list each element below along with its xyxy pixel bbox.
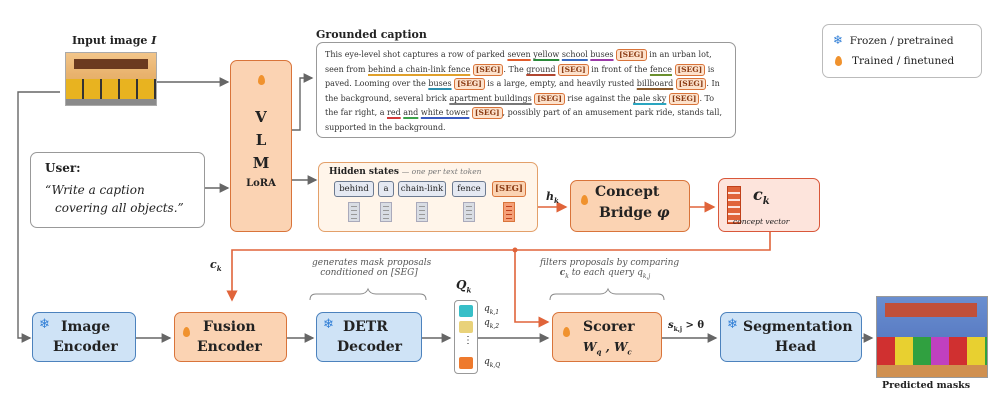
image-encoder-line1: Image bbox=[61, 319, 111, 335]
token-fence: fence bbox=[452, 181, 486, 197]
brace-scorer bbox=[549, 287, 665, 301]
seg-head-line1: Segmentation bbox=[743, 319, 853, 335]
arrow-ck-to-scorer bbox=[514, 250, 550, 328]
flame-icon bbox=[231, 69, 291, 88]
scorer-params: Wq , Wc bbox=[583, 340, 632, 357]
detr-decoder-block: ❄ DETR Decoder bbox=[316, 312, 422, 362]
flame-icon bbox=[563, 321, 570, 340]
image-encoder-block: ❄ Image Encoder bbox=[32, 312, 136, 362]
vector-icon bbox=[727, 186, 741, 224]
score-threshold-label: sk,j > θ bbox=[668, 320, 705, 333]
token-chain-link: chain-link bbox=[398, 181, 446, 197]
arrow-image-to-encoder bbox=[17, 91, 60, 343]
ck-left-label: ck bbox=[210, 258, 222, 274]
scorer-note: filters proposals by comparing ck to eac… bbox=[540, 258, 680, 280]
snowflake-icon: ❄ bbox=[323, 317, 334, 332]
image-encoder-line2: Encoder bbox=[53, 339, 118, 355]
detr-decoder-line2: Decoder bbox=[337, 339, 402, 355]
flame-icon bbox=[835, 56, 842, 66]
q1-label: qk,1 bbox=[484, 304, 500, 316]
ck-main: ck bbox=[753, 185, 770, 208]
user-prompt-line2: covering all objects.” bbox=[55, 201, 184, 215]
legend-frozen: ❄ Frozen / pretrained bbox=[833, 33, 954, 47]
doc-icon bbox=[416, 202, 428, 222]
snowflake-icon: ❄ bbox=[39, 317, 50, 332]
vlm-lora: LoRA bbox=[246, 178, 276, 189]
seg-head-line2: Head bbox=[775, 339, 816, 355]
caption-title: Grounded caption bbox=[316, 28, 427, 41]
flame-icon bbox=[183, 321, 190, 340]
legend-box: ❄ Frozen / pretrained Trained / finetune… bbox=[822, 24, 982, 78]
token-a: a bbox=[378, 181, 394, 197]
doc-icon bbox=[348, 202, 360, 222]
input-image-title: Input image I bbox=[72, 34, 157, 47]
doc-icon bbox=[463, 202, 475, 222]
hk-label: hk bbox=[546, 190, 559, 206]
concept-vector-box: ck concept vector bbox=[718, 178, 820, 232]
caption-box: This eye-level shot captures a row of pa… bbox=[316, 42, 736, 138]
legend-trained: Trained / finetuned bbox=[835, 55, 954, 67]
scorer-title: Scorer bbox=[583, 319, 635, 335]
brace-detr bbox=[309, 287, 427, 301]
fusion-encoder-line2: Encoder bbox=[197, 339, 262, 355]
arrow-vlm-to-caption bbox=[292, 73, 314, 131]
snowflake-icon: ❄ bbox=[833, 33, 844, 47]
concept-bridge-line2: Bridge φ bbox=[599, 205, 670, 221]
fusion-encoder-line1: Fusion bbox=[203, 319, 256, 335]
arrow-ck-to-fusion bbox=[226, 232, 771, 302]
fusion-encoder-block: Fusion Encoder bbox=[174, 312, 287, 362]
concept-bridge-block: Concept Bridge φ bbox=[570, 180, 690, 232]
user-prompt-box: User: “Write a caption covering all obje… bbox=[30, 152, 205, 228]
flame-icon bbox=[581, 189, 588, 208]
predicted-masks-image bbox=[876, 296, 988, 378]
user-prompt-line1: “Write a caption bbox=[45, 183, 145, 197]
token-behind: behind bbox=[334, 181, 374, 197]
hidden-states-title: Hidden states — one per text token bbox=[329, 167, 482, 177]
token-seg: [SEG] bbox=[492, 181, 526, 197]
queries-stack: ⋮ bbox=[454, 300, 478, 374]
detr-decoder-line1: DETR bbox=[343, 319, 388, 335]
concept-bridge-line1: Concept bbox=[595, 184, 660, 200]
queries-label: Qk bbox=[456, 278, 472, 295]
concept-vector-label: concept vector bbox=[733, 217, 790, 226]
doc-icon bbox=[380, 202, 392, 222]
user-label: User: bbox=[45, 161, 81, 175]
doc-icon-seg bbox=[503, 202, 515, 222]
segmentation-head-block: ❄ Segmentation Head bbox=[720, 312, 862, 362]
qQ-label: qk,Q bbox=[484, 357, 501, 369]
snowflake-icon: ❄ bbox=[727, 317, 738, 332]
q2-label: qk,2 bbox=[484, 318, 500, 330]
predicted-masks-label: Predicted masks bbox=[882, 380, 971, 391]
input-image bbox=[65, 52, 157, 106]
scorer-block: Scorer Wq , Wc bbox=[552, 312, 662, 362]
